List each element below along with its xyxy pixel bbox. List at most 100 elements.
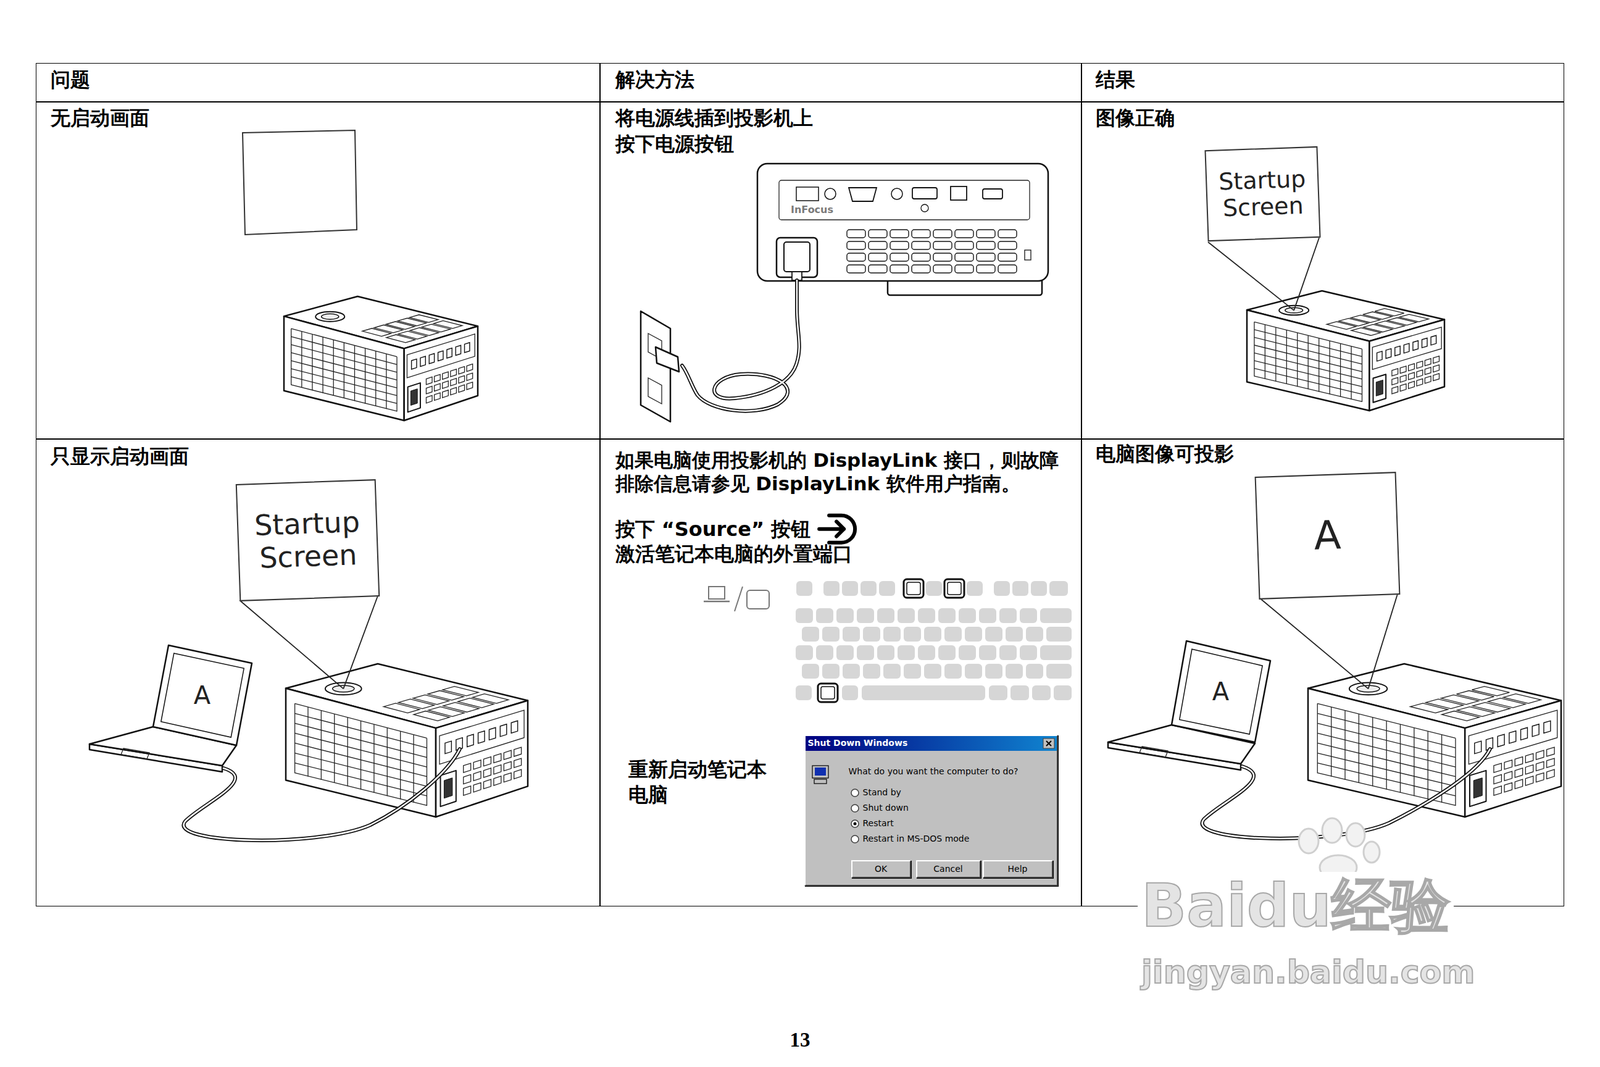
front-vent: [1408, 363, 1415, 371]
button-label: Help: [983, 863, 1052, 875]
port: [1385, 348, 1392, 359]
cable: [682, 280, 800, 412]
vent-line: [1317, 753, 1456, 787]
front-vent: [1424, 367, 1431, 375]
key: [903, 626, 921, 642]
icon-arrow: [819, 521, 844, 537]
port: [511, 720, 518, 733]
front-vent: [1416, 361, 1423, 369]
key: [842, 663, 860, 679]
vent-slot: [890, 229, 909, 238]
front-vent: [493, 764, 502, 775]
port: [1403, 343, 1410, 354]
keypad-button: [427, 690, 464, 700]
key: [1019, 645, 1038, 660]
monitor-icon: [746, 590, 770, 609]
vent-line: [1254, 329, 1363, 357]
radio-button: [851, 804, 859, 812]
front-vent: [1535, 761, 1544, 771]
front-vent: [1400, 383, 1407, 392]
key: [822, 663, 840, 679]
dialog-title: Shut Down Windows: [808, 737, 909, 749]
projector: [1308, 663, 1562, 817]
key: [856, 608, 875, 623]
vent-slot: [998, 253, 1017, 262]
close-cross: [1046, 740, 1052, 746]
watermark-url: jingyan.baidu.com: [1137, 953, 1480, 991]
front-vent: [466, 382, 473, 390]
keypad-button: [409, 314, 439, 323]
hot-key: [817, 683, 838, 702]
front-vent: [1493, 774, 1502, 784]
port: [1395, 345, 1401, 356]
vent-slot: [976, 229, 996, 238]
projection-screen: Startup Screen: [1204, 145, 1321, 241]
vent-line: [291, 344, 397, 373]
paw-toe: [1363, 841, 1380, 863]
front-vent: [1433, 373, 1440, 381]
projector-front: [1369, 319, 1445, 411]
key: [1025, 663, 1044, 679]
key: [944, 663, 962, 679]
key: [796, 580, 813, 596]
column-heading: 结果: [1095, 67, 1136, 92]
vent-slot: [933, 253, 952, 262]
projection-beam: [1293, 237, 1320, 311]
front-vent: [1400, 374, 1407, 383]
vent-slot: [954, 253, 974, 262]
screen-text: A: [153, 680, 252, 710]
key: [988, 685, 1008, 700]
projector-front: [404, 325, 478, 421]
port: [1497, 733, 1505, 747]
usb-port: [950, 186, 967, 200]
keypad-button: [1471, 686, 1510, 696]
projector-side: [1246, 309, 1370, 411]
vent-slot: [846, 264, 866, 273]
port: [464, 342, 470, 353]
lens-hood: [1279, 305, 1309, 316]
vent-line: [295, 753, 428, 787]
keypad-button: [1472, 702, 1510, 713]
key: [999, 608, 1017, 623]
power-socket-pins: [410, 388, 418, 406]
power-socket: [1469, 770, 1486, 807]
key: [979, 608, 997, 623]
keypad-button: [398, 698, 434, 709]
front-vent: [434, 374, 441, 382]
front-vent: [466, 372, 473, 381]
front-vent: [1424, 358, 1431, 367]
vent-line: [1317, 732, 1456, 767]
audio-port: [891, 188, 903, 200]
dialog-button: Cancel: [916, 859, 981, 878]
dialog-title-bar: [805, 735, 1057, 751]
key: [917, 608, 936, 623]
vent-line: [295, 742, 428, 776]
shutdown-dialog: Shut Down WindowsWhat do you want the co…: [804, 734, 1059, 886]
key: [1046, 626, 1072, 642]
solution-cell: 将电源线插到投影机上按下电源按钮: [600, 101, 1082, 439]
hot-key-inner: [906, 582, 921, 595]
dialog-button: OK: [851, 859, 912, 878]
key: [924, 663, 942, 679]
table-header-cell: 解决方法: [600, 62, 1082, 102]
keypad-button: [412, 694, 449, 704]
vent-line: [1254, 375, 1363, 402]
page-number: 13: [790, 1028, 811, 1052]
key: [883, 663, 901, 679]
front-vent: [450, 378, 457, 386]
front-vent: [503, 750, 512, 760]
vent-slot: [868, 229, 888, 238]
instruction-text: 激活笔记本电脑的外置端口: [615, 541, 853, 566]
brand-label: InFocus: [790, 204, 834, 216]
front-vent: [1416, 369, 1423, 378]
radio-option: Restart: [862, 817, 894, 829]
vent-slot: [933, 229, 952, 238]
source-button-icon: [819, 515, 855, 543]
front-vent: [1391, 368, 1399, 376]
front-vent: [503, 761, 512, 771]
laptop-icon: [708, 586, 725, 599]
column-heading: 解决方法: [615, 67, 695, 92]
port: [1543, 720, 1551, 733]
instruction-text: 按下 “Source” 按钮: [615, 517, 812, 541]
usb-port: [982, 188, 1003, 199]
